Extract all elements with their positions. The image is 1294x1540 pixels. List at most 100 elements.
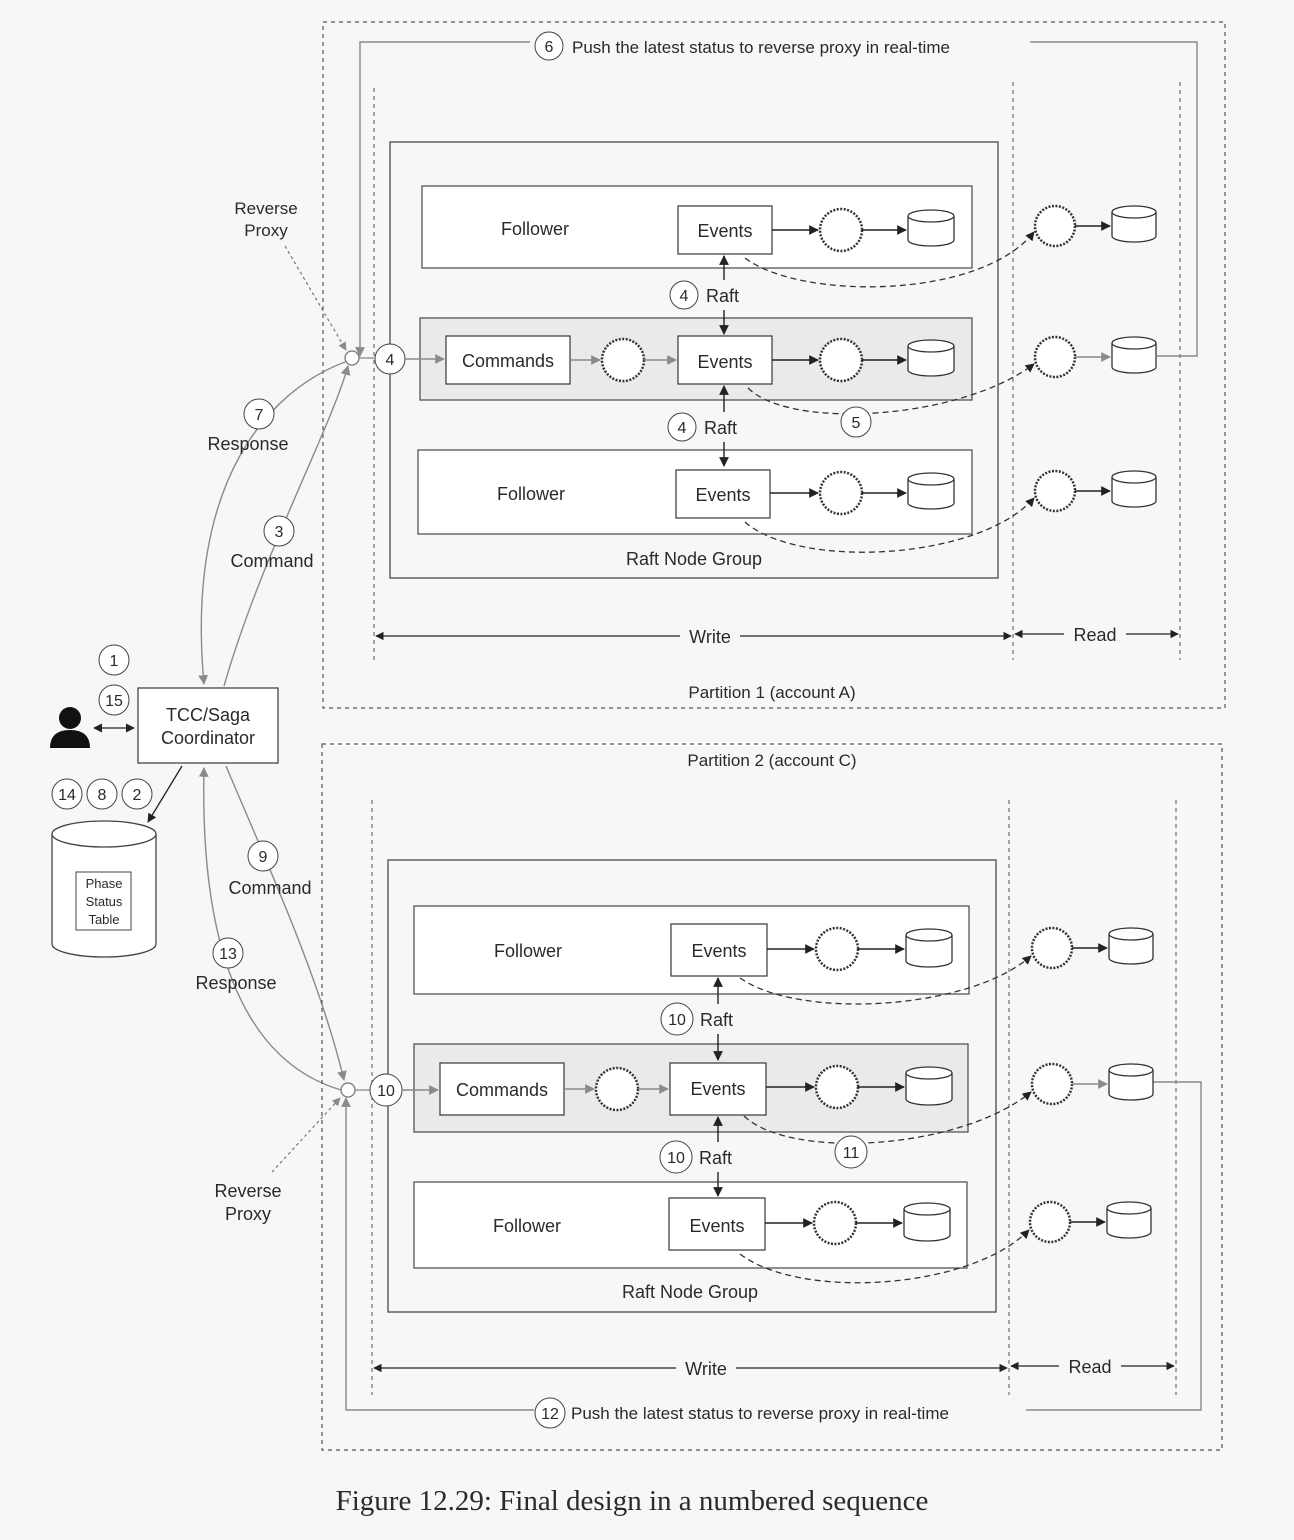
step-badge: [534, 1397, 566, 1429]
events-label: Events: [695, 485, 750, 505]
coordinator-label: Coordinator: [161, 728, 255, 748]
step-number: 4: [386, 352, 395, 369]
step-badge: [86, 778, 118, 810]
phase-status-label: Status: [86, 894, 123, 909]
figure-caption: Figure 12.29: Final design in a numbered…: [336, 1485, 929, 1517]
response-arrow-1: [198, 361, 346, 685]
state-database: [903, 1202, 951, 1242]
read-processor: [1028, 1200, 1072, 1244]
events-label: Events: [691, 941, 746, 961]
event-sync-path: [743, 1091, 1032, 1144]
state-database: [907, 339, 955, 377]
raft-node-group-label: Raft Node Group: [622, 1282, 758, 1302]
step-number: 1: [110, 653, 119, 670]
event-processor: [812, 1200, 858, 1246]
event-processor: [818, 207, 864, 253]
step-number: 10: [668, 1012, 686, 1029]
step-badge: [669, 280, 699, 310]
follower-label: Follower: [493, 1216, 561, 1236]
step-number: 10: [667, 1150, 685, 1167]
step-badge: [51, 778, 83, 810]
follower-node: [413, 1181, 968, 1269]
step-number: 13: [219, 946, 237, 963]
partition-title: Partition 2 (account C): [687, 751, 856, 770]
step-badge: [247, 840, 279, 872]
commands-box: [445, 335, 571, 385]
push-status-path-2: [341, 1081, 1202, 1411]
phase-status-table: [75, 871, 132, 931]
event-processor: [818, 470, 864, 516]
step-badge: [98, 644, 130, 676]
push-status-label: Push the latest status to reverse proxy …: [571, 1404, 949, 1423]
commands-box: [439, 1062, 565, 1116]
events-box: [675, 469, 771, 519]
event-processor: [818, 337, 864, 383]
raft-label: Raft: [699, 1148, 732, 1168]
step-badge: [834, 1135, 868, 1169]
user-icon: [50, 707, 90, 748]
raft-label: Raft: [704, 418, 737, 438]
push-status-path-1: [355, 41, 1198, 357]
command-arrow-2: [225, 765, 347, 1081]
tcc-saga-coordinator: [137, 687, 279, 764]
state-database: [905, 1066, 953, 1106]
read-label: Read: [1068, 1357, 1111, 1377]
step-number: 8: [98, 787, 107, 804]
step-number: 6: [545, 39, 554, 56]
step-number: 9: [259, 849, 268, 866]
state-database: [907, 472, 955, 510]
partition-title: Partition 1 (account A): [688, 683, 855, 702]
step-number: 4: [680, 288, 689, 305]
step-badge: [660, 1002, 694, 1036]
events-box: [677, 205, 773, 255]
events-box: [677, 335, 773, 385]
read-database: [1108, 1063, 1154, 1101]
command-processor: [600, 337, 646, 383]
response-label: Response: [195, 973, 276, 993]
coordinator-label: TCC/Saga: [166, 705, 251, 725]
read-database: [1106, 1201, 1152, 1239]
events-label: Events: [697, 221, 752, 241]
phase-status-label: Phase: [86, 876, 123, 891]
step-badge: [243, 398, 275, 430]
reverse-proxy-label: Reverse: [214, 1181, 281, 1201]
events-label: Events: [689, 1216, 744, 1236]
read-processor: [1033, 204, 1077, 248]
step-number: 10: [377, 1083, 395, 1100]
reverse-proxy-node: [344, 350, 360, 366]
raft-label: Raft: [706, 286, 739, 306]
response-label: Response: [207, 434, 288, 454]
command-label: Command: [228, 878, 311, 898]
event-processor: [814, 1064, 860, 1110]
event-processor: [814, 926, 860, 972]
reverse-proxy-node: [340, 1082, 356, 1098]
step-number: 4: [678, 420, 687, 437]
state-database: [905, 928, 953, 968]
read-processor: [1030, 926, 1074, 970]
command-arrow-1: [223, 365, 351, 687]
events-box: [670, 923, 768, 977]
step-number: 2: [133, 787, 142, 804]
push-status-label: Push the latest status to reverse proxy …: [572, 38, 950, 57]
step-number: 7: [255, 407, 264, 424]
step-badge: [534, 31, 564, 61]
event-sync-path: [739, 1229, 1030, 1284]
reverse-proxy-pointer: [271, 1097, 341, 1173]
read-database: [1111, 336, 1157, 374]
step-badge: [212, 937, 244, 969]
step-number: 3: [275, 524, 284, 541]
partition-1-boundary: [322, 21, 1226, 709]
step-badge: [840, 406, 872, 438]
follower-label: Follower: [497, 484, 565, 504]
read-database: [1111, 205, 1157, 243]
read-database: [1108, 927, 1154, 965]
follower-label: Follower: [501, 219, 569, 239]
step-badge: [263, 515, 295, 547]
step-badge: [659, 1140, 693, 1174]
response-arrow-2: [198, 767, 342, 1091]
read-processor: [1033, 469, 1077, 513]
events-label: Events: [690, 1079, 745, 1099]
commands-label: Commands: [462, 351, 554, 371]
event-sync-path: [744, 497, 1035, 553]
